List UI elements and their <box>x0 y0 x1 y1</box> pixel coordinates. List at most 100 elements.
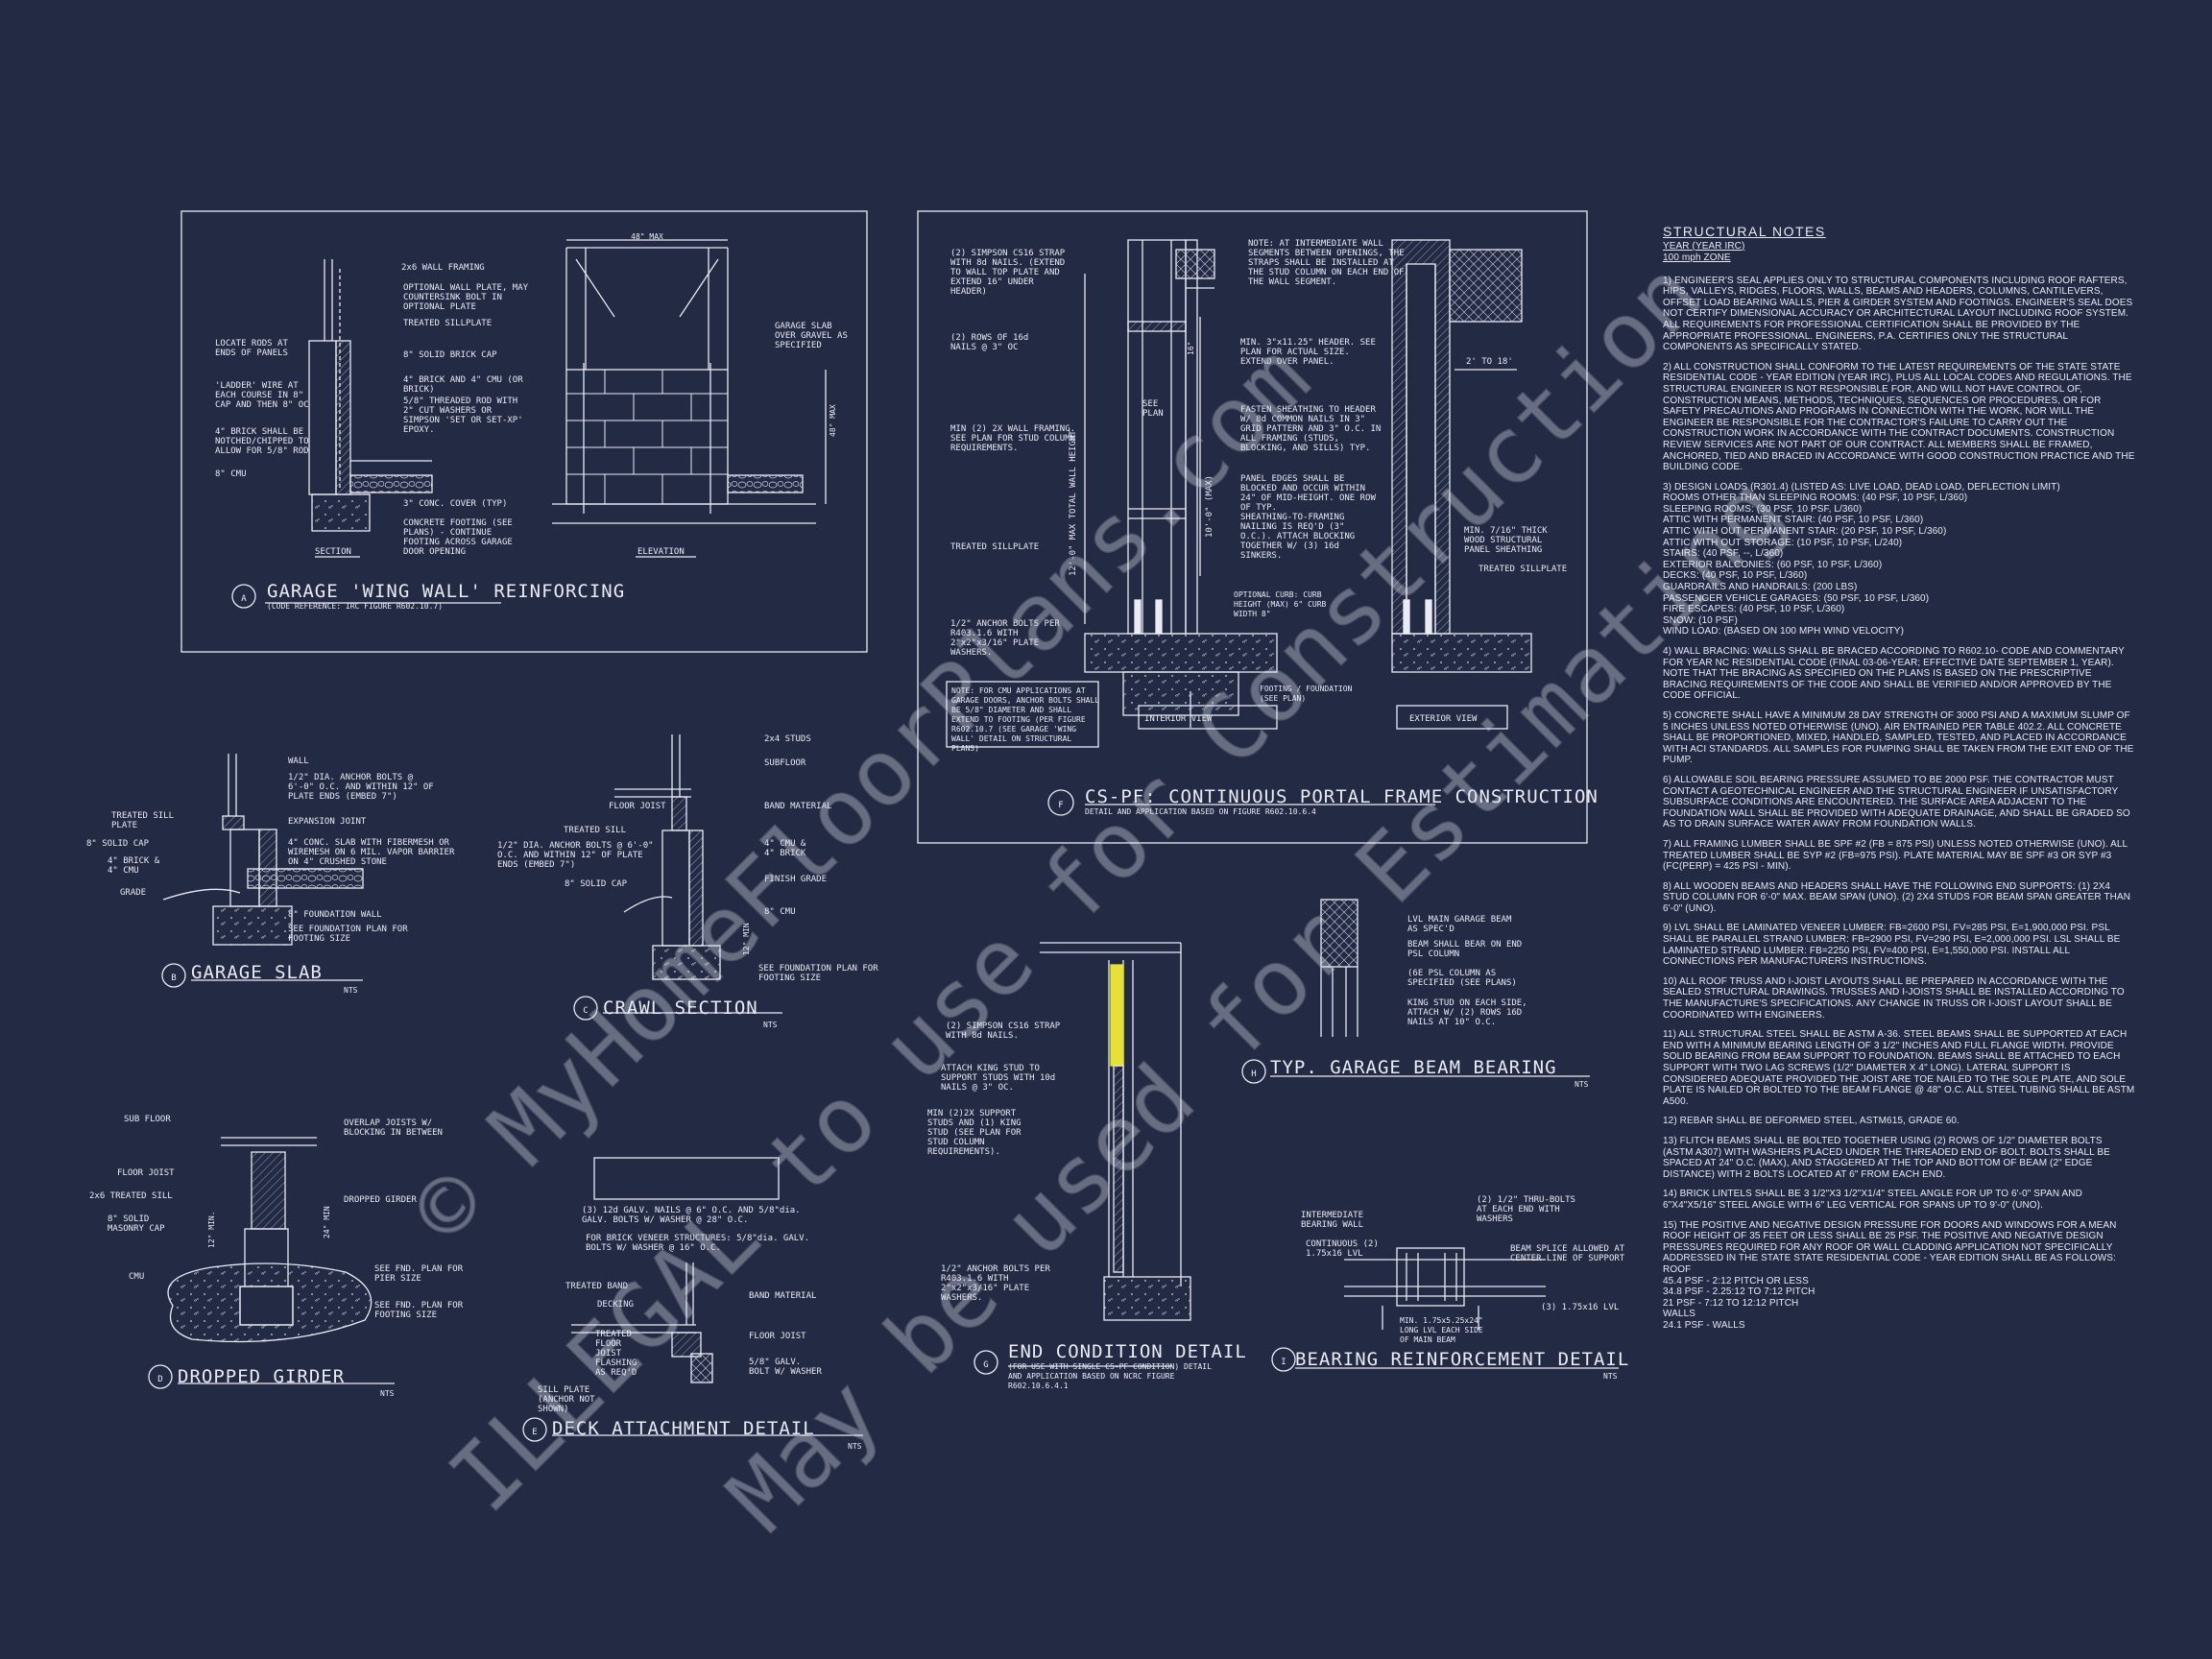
detail-c <box>573 734 782 1021</box>
drawing-label: GRADE <box>120 888 146 898</box>
drawing-label: EXPANSION JOINT <box>288 817 367 827</box>
detail-marker: B <box>171 974 176 983</box>
detail-f-frame <box>917 210 1588 844</box>
drawing-label: 12'-0" MAX TOTAL WALL HEIGHT <box>1069 430 1078 576</box>
drawing-label: NTS <box>380 1389 395 1398</box>
drawing-label: NTS <box>848 1442 862 1451</box>
note-item: 5) CONCRETE SHALL HAVE A MINIMUM 28 DAY … <box>1663 709 2134 766</box>
drawing-label: CONTINUOUS (2)1.75x16 LVL <box>1306 1239 1379 1259</box>
note-item: 15) THE POSITIVE AND NEGATIVE DESIGN PRE… <box>1663 1219 2117 1331</box>
detail-h <box>1241 899 1590 1084</box>
drawing-label: SUB FLOOR <box>124 1115 171 1124</box>
drawing-label: (FOR USE WITH SINGLE CS-PF CONDITION) DE… <box>1008 1362 1212 1390</box>
elevation-label: ELEVATION <box>637 547 685 557</box>
detail-e <box>522 1157 863 1442</box>
drawing-label: FINISH GRADE <box>764 875 827 884</box>
detail-i <box>1271 1247 1619 1372</box>
drawing-label: FLOOR JOIST <box>749 1332 806 1341</box>
detail-marker: I <box>1281 1358 1286 1367</box>
drawing-label: DECKING <box>597 1300 634 1310</box>
drawing-label: SUBFLOOR <box>764 758 806 768</box>
note-item: 7) ALL FRAMING LUMBER SHALL BE SPF #2 (F… <box>1663 838 2128 873</box>
drawing-label: TREATED SILL <box>564 826 626 835</box>
drawing-label: FLOOR JOIST <box>609 802 666 811</box>
exterior-view-label: EXTERIOR VIEW <box>1409 714 1478 724</box>
detail-marker: E <box>532 1428 537 1437</box>
detail-marker: A <box>241 594 247 604</box>
detail-marker: H <box>1251 1070 1256 1079</box>
drawing-label: NTS <box>344 986 358 995</box>
drawing-label: 3" CONC. COVER (TYP) <box>403 499 507 509</box>
drawing-label: TREATED SILLPLATE <box>1479 565 1567 574</box>
drawing-label: 4" BRICK &4" CMU <box>108 856 160 876</box>
note-item: 10) ALL ROOF TRUSS AND I-JOIST LAYOUTS S… <box>1663 975 2125 1021</box>
note-item: 1) ENGINEER'S SEAL APPLIES ONLY TO STRUC… <box>1663 275 2133 353</box>
drawing-label: 8" SOLID BRICK CAP <box>403 350 497 360</box>
drawing-label: 10'-0" (MAX) <box>1205 475 1214 538</box>
drawing-label: 1/2" DIA. ANCHOR BOLTS @6'-0" O.C. AND W… <box>288 773 434 802</box>
note-item: 3) DESIGN LOADS (R301.4) (LISTED AS: LIV… <box>1663 481 2060 637</box>
drawing-label: DROPPED GIRDER <box>344 1195 417 1205</box>
detail-d-title: DROPPED GIRDER <box>178 1366 345 1387</box>
drawing-label: NTS <box>1603 1372 1618 1381</box>
detail-e-title: DECK ATTACHMENT DETAIL <box>552 1418 815 1439</box>
detail-a <box>180 210 868 653</box>
drawing-label: FOR BRICK VENEER STRUCTURES: 5/8"dia. GA… <box>586 1234 809 1253</box>
detail-g <box>974 942 1191 1375</box>
drawing-label: 2' TO 18' <box>1466 357 1513 367</box>
note-item: 13) FLITCH BEAMS SHALL BE BOLTED TOGETHE… <box>1663 1135 2110 1180</box>
detail-f-title: CS-PF: CONTINUOUS PORTAL FRAME CONSTRUCT… <box>1085 786 1599 807</box>
note-item: 2) ALL CONSTRUCTION SHALL CONFORM TO THE… <box>1663 361 2135 473</box>
drawing-label: 48" MAX <box>829 404 837 437</box>
drawing-label: DETAIL AND APPLICATION BASED ON FIGURE R… <box>1085 807 1316 816</box>
detail-d <box>148 1137 395 1389</box>
drawing-label: 16" <box>1187 342 1195 355</box>
drawing-label: BAND MATERIAL <box>749 1291 816 1301</box>
notes-year: YEAR (YEAR IRC) <box>1663 240 1745 252</box>
drawing-label: 1/2" DIA. ANCHOR BOLTS @ 6'-0"O.C. AND W… <box>497 841 654 870</box>
detail-marker: G <box>983 1360 988 1370</box>
drawing-label: 8" SOLID CAP <box>86 839 150 849</box>
note-item: 8) ALL WOODEN BEAMS AND HEADERS SHALL HA… <box>1663 880 2131 914</box>
drawing-label: KING STUD ON EACH SIDE,ATTACH W/ (2) ROW… <box>1407 998 1527 1027</box>
detail-b <box>161 754 364 988</box>
detail-h-title: TYP. GARAGE BEAM BEARING <box>1270 1057 1557 1078</box>
section-label: SECTION <box>315 547 351 557</box>
drawing-label: OVERLAP JOISTS W/BLOCKING IN BETWEEN <box>344 1118 443 1138</box>
detail-i-title: BEARING REINFORCEMENT DETAIL <box>1295 1349 1629 1370</box>
drawing-label: NTS <box>1575 1080 1589 1089</box>
drawing-label: (3) 12d GALV. NAILS @ 6" O.C. AND 5/8"di… <box>582 1206 801 1225</box>
drawing-label: 12" MIN <box>742 923 751 955</box>
note-item: 6) ALLOWABLE SOIL BEARING PRESSURE ASSUM… <box>1663 774 2130 830</box>
